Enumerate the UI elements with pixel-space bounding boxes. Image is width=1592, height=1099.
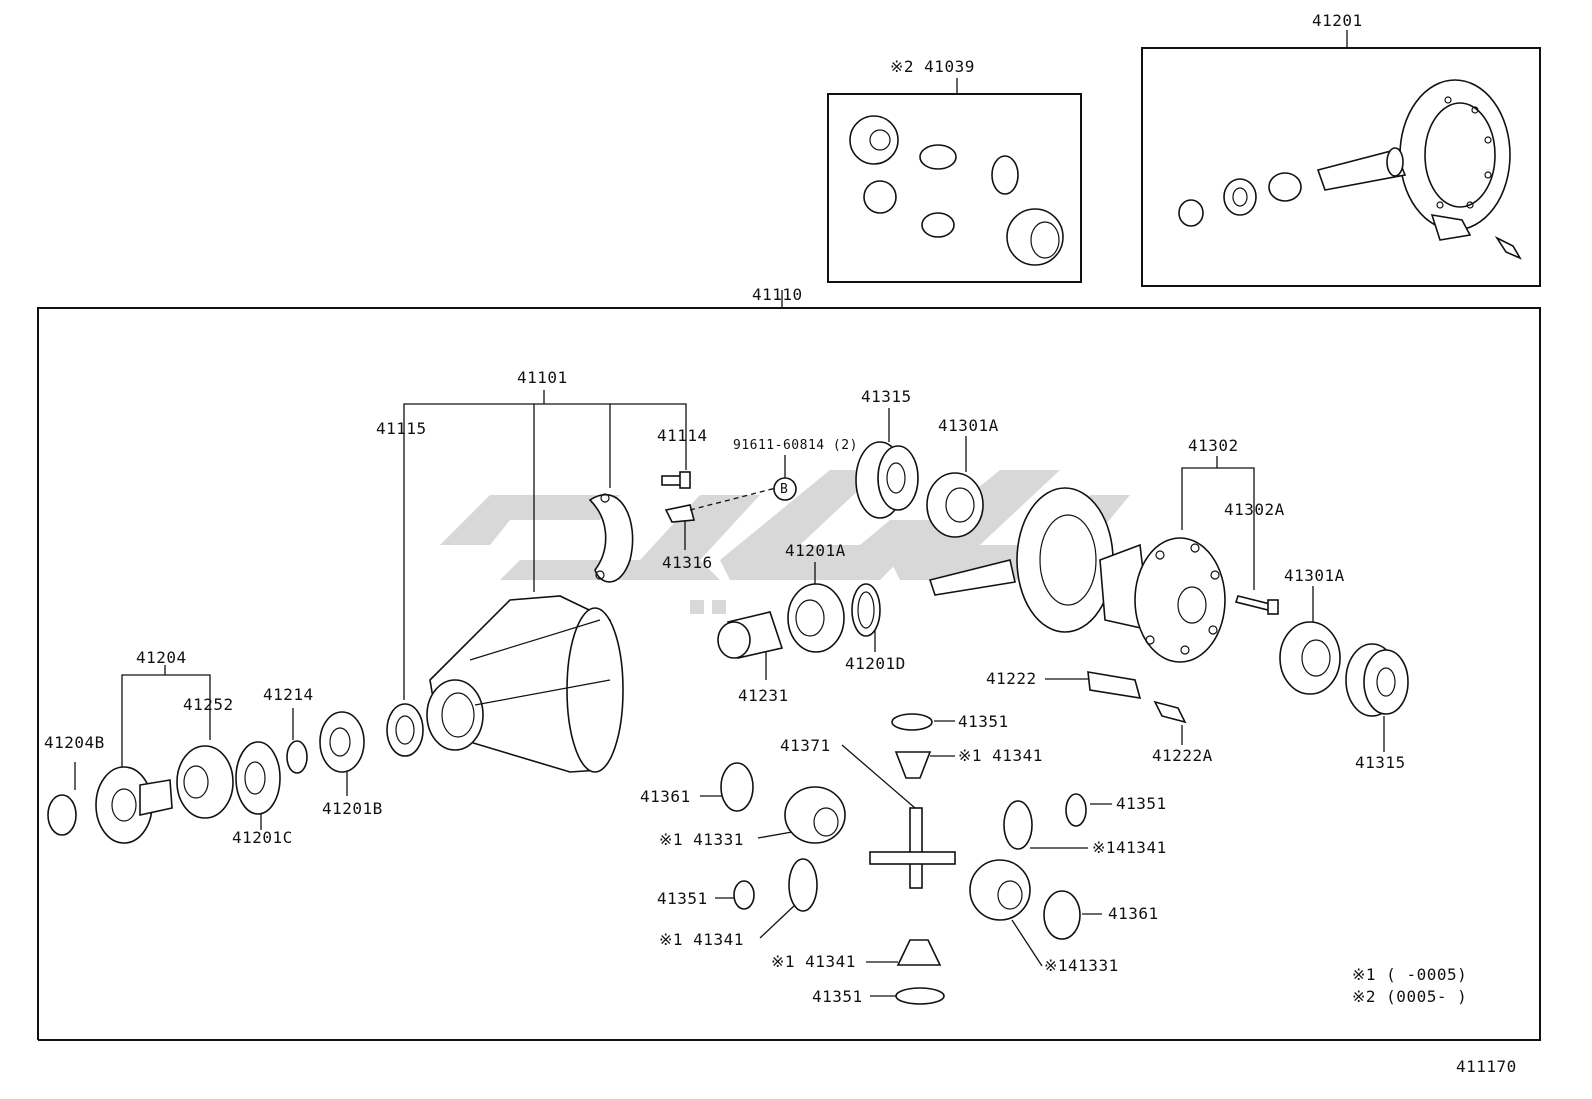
label-41361-right: 41361 [1108,904,1159,923]
label-ref-b: B [780,482,789,497]
label-41201a: 41201A [785,541,846,560]
label-41214: 41214 [263,685,314,704]
diff-gear-kit-box [827,78,1082,283]
label-41115: 41115 [376,419,427,438]
label-41371: 41371 [780,736,831,755]
label-41315-right: 41315 [1355,753,1406,772]
label-41331-left: ※1 41331 [659,830,744,849]
label-41201: 41201 [1312,11,1363,30]
label-41222: 41222 [986,669,1037,688]
bearing-41301a-top [926,436,984,538]
label-41341-bottom: ※1 41341 [771,952,856,971]
label-41341-left: ※1 41341 [659,930,744,949]
label-41331-right: ※141331 [1044,956,1119,975]
label-41231: 41231 [738,686,789,705]
label-41101: 41101 [517,368,568,387]
carrier-bracket-lines [403,390,687,700]
label-41201c: 41201C [232,828,293,847]
label-41114: 41114 [657,426,708,445]
bearing-41315-top [855,408,919,519]
label-41252: 41252 [183,695,234,714]
label-41301a-top: 41301A [938,416,999,435]
label-41361-left: 41361 [640,787,691,806]
label-41204b: 41204B [44,733,105,752]
label-41351-a: 41351 [958,712,1009,731]
bolt-41302a [1234,595,1279,615]
bearing-cap [588,487,777,583]
label-41315-top: 41315 [861,387,912,406]
label-41222a: 41222A [1152,746,1213,765]
label-41351-bottom: 41351 [812,987,863,1006]
label-41204: 41204 [136,648,187,667]
bearing-41301a-right [1279,586,1341,695]
label-41301a-right: 41301A [1284,566,1345,585]
label-41302a: 41302A [1224,500,1285,519]
label-41302: 41302 [1188,436,1239,455]
label-41316: 41316 [662,553,713,572]
diagram-id: 411170 [1456,1057,1517,1076]
carrier-housing [426,595,624,773]
legend-note-1: ※1 ( -0005) [1352,965,1468,984]
plug-and-bolt [1045,671,1187,745]
differential-case [928,456,1255,663]
differential-gears [700,713,1112,1005]
label-41351-right: 41351 [1116,794,1167,813]
label-41039: ※2 41039 [890,57,975,76]
ring-pinion-kit-box [1141,30,1541,287]
assembly-box [37,290,1541,1041]
label-41351-left: 41351 [657,889,708,908]
bolt-41114-graphic [661,420,691,489]
label-41201b: 41201B [322,799,383,818]
flange-side-parts [47,665,424,844]
label-41341-a: ※1 41341 [958,746,1043,765]
label-41341-right: ※141341 [1092,838,1167,857]
label-41201d: 41201D [845,654,906,673]
bearing-41315-right [1345,643,1409,752]
label-91611: 91611-60814 (2) [733,438,858,453]
legend-note-2: ※2 (0005- ) [1352,987,1468,1006]
label-41110: 41110 [752,285,803,304]
pinion-bearing-set [717,562,881,680]
